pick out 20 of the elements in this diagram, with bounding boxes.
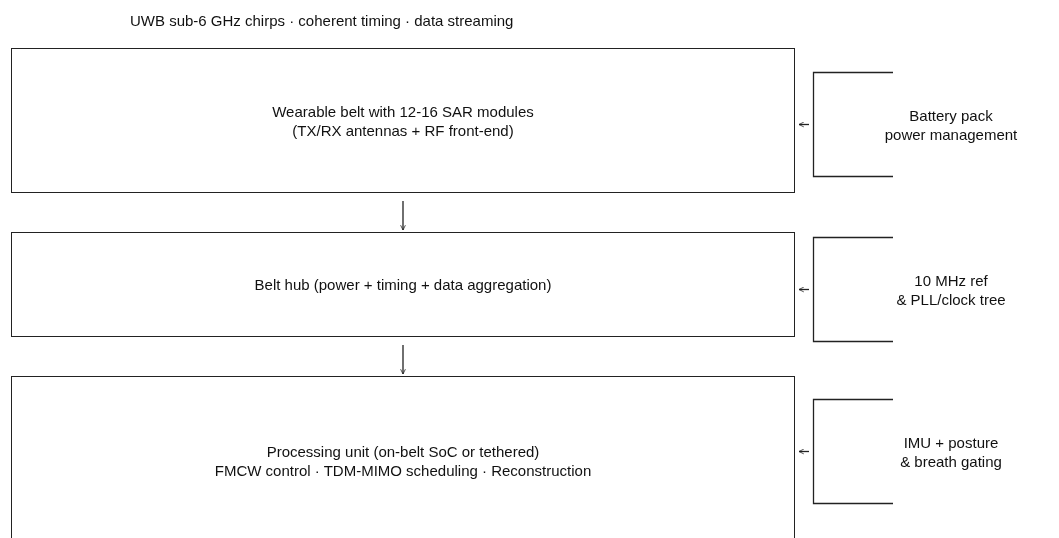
node-text: Wearable belt with 12-16 SAR modules xyxy=(272,101,534,121)
arrow xyxy=(400,200,406,231)
process-box xyxy=(11,48,795,193)
process-box xyxy=(11,232,795,337)
node-text: IMU + posture xyxy=(902,432,1000,452)
arrow xyxy=(798,448,810,455)
arrow xyxy=(798,286,810,293)
node-text: FMCW control · TDM-MIMO scheduling · Reconstruction xyxy=(214,461,592,480)
node-text: power management xyxy=(884,124,1018,144)
node-text: Processing unit (on-belt SoC or tethered) xyxy=(266,442,540,461)
arrow xyxy=(400,344,406,375)
node-text: Belt hub (power + timing + data aggregation) xyxy=(254,275,552,294)
node-text: (TX/RX antennas + RF front-end) xyxy=(292,120,514,140)
arrow xyxy=(798,121,810,128)
node-text: & breath gating xyxy=(900,451,1002,471)
process-box xyxy=(11,376,795,538)
diagram-title: UWB sub-6 GHz chirps · coherent timing · data streaming xyxy=(130,12,514,29)
node-text: 10 MHz ref xyxy=(913,270,989,290)
node-text: & PLL/clock tree xyxy=(896,289,1006,309)
node-text: Battery pack xyxy=(908,105,994,125)
